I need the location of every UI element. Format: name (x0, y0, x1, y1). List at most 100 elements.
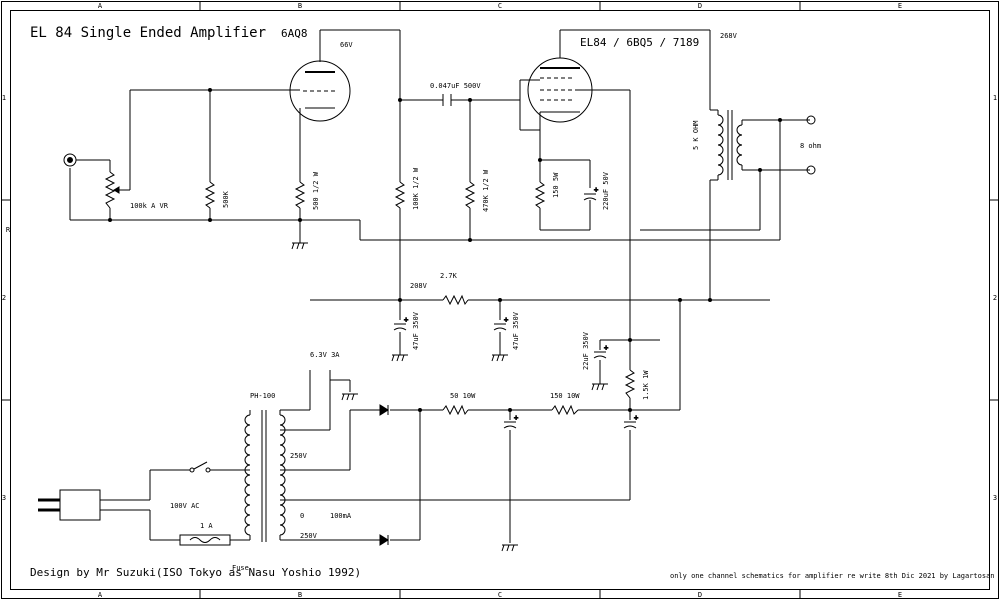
label-ph100: PH-100 (250, 392, 275, 400)
label-8ohm: 8 ohm (800, 142, 821, 150)
input-jack-icon (63, 153, 110, 167)
label-470k: 470K 1/2 W (482, 169, 490, 212)
ground-icon (591, 382, 608, 391)
design-credit: Design by Mr Suzuki(ISO Tokyo as Nasu Yo… (30, 566, 361, 579)
label-50r: 50 10W (450, 392, 476, 400)
driver-tube-label: 6AQ8 (281, 27, 308, 40)
output-tube-label: EL84 / 6BQ5 / 7189 (580, 36, 699, 49)
ac-plug-icon (38, 489, 101, 521)
revision-note: only one channel schematics for amplifie… (670, 572, 995, 580)
label-coupling-cap: 0.047uF 500V (430, 82, 481, 90)
resistor-500-icon (294, 181, 306, 209)
grid-col-e-top: E (898, 2, 902, 10)
resistor-150w-icon (551, 404, 579, 416)
grid-row-3-left: 3 (2, 494, 6, 502)
label-500r: 500 1/2 W (312, 171, 320, 210)
label-100ma: 100mA (330, 512, 352, 520)
label-268v: 268V (720, 32, 738, 40)
schematic-title: EL 84 Single Ended Amplifier (30, 25, 266, 41)
label-heater: 6.3V 3A (310, 351, 340, 359)
grid-col-c-top: C (498, 2, 502, 10)
svg-text:+: + (594, 186, 598, 194)
resistor-500k-icon (204, 181, 216, 209)
label-fuse-rating: 1 A (200, 522, 213, 530)
grid-col-a-top: A (98, 2, 103, 10)
label-150w: 150 10W (550, 392, 580, 400)
grid-row-2-left: 2 (2, 294, 6, 302)
resistor-100k-icon (394, 181, 406, 209)
label-22uf: 22uF 350V (582, 331, 590, 370)
label-47uf-b: 47uF 350V (512, 311, 520, 350)
rectifier-diode-1-icon (379, 404, 389, 416)
tube-6aq8-icon (289, 60, 351, 122)
resistor-470k-icon (464, 181, 476, 209)
speaker-terminal-icons (806, 115, 816, 175)
grid-col-d-bot: D (698, 591, 702, 599)
svg-text:+: + (404, 316, 408, 324)
ground-icon (341, 393, 358, 401)
label-208v: 208V (410, 282, 428, 290)
capacitor-47uf-b-icon: + (493, 316, 509, 331)
resistor-1k5-icon (624, 369, 636, 399)
label-500k: 500K (222, 190, 230, 208)
label-47uf-a: 47uF 350V (412, 311, 420, 350)
resistor-50-icon (442, 404, 469, 416)
tube-el84-icon (527, 57, 593, 123)
grid-col-b-bot: B (298, 591, 302, 599)
ground-icon (501, 544, 518, 552)
output-transformer-icon (717, 110, 743, 180)
junction-dots (108, 88, 782, 412)
grid-col-c-bot: C (498, 591, 502, 599)
svg-text:+: + (514, 414, 518, 422)
power-transformer-icon (244, 410, 286, 542)
resistor-2k7-icon (442, 294, 469, 306)
capacitor-220uf-icon: + (583, 186, 599, 201)
grid-col-e-bot: E (898, 591, 902, 599)
svg-text:+: + (604, 344, 608, 352)
grid-row-3-right: 3 (993, 494, 997, 502)
grid-col-a-bot: A (98, 591, 103, 599)
svg-text:+: + (504, 316, 508, 324)
ground-icons (291, 240, 608, 552)
label-5k-ohm: 5 K OHM (692, 120, 700, 150)
fuse-icon (179, 534, 231, 546)
rectifier-diode-2-icon (379, 534, 389, 546)
label-66v: 66V (340, 41, 353, 49)
resistor-150-icon (534, 181, 546, 209)
label-100k: 100K 1/2 W (412, 167, 420, 210)
grid-col-d-top: D (698, 2, 702, 10)
power-switch-icon (189, 461, 211, 473)
svg-text:+: + (634, 414, 638, 422)
grid-row-1-right: 1 (993, 94, 997, 102)
label-2k7: 2.7K (440, 272, 458, 280)
capacitor-22uf-icon: + (593, 344, 609, 359)
capacitor-47uf-a-icon: + (393, 316, 409, 331)
capacitor-filter2-icon: + (623, 414, 639, 429)
grid-row-2-right: 2 (993, 294, 997, 302)
volume-pot-icon (104, 171, 120, 209)
label-150r: 150 5W (552, 172, 560, 198)
component-labels: 66V 0.047uF 500V 268V 100k A VR 500K 500… (130, 32, 821, 572)
grid-row-r-left: R (6, 226, 11, 234)
grid-col-b-top: B (298, 2, 302, 10)
capacitor-filter1-icon: + (503, 414, 519, 429)
label-250v-a: 250V (290, 452, 308, 460)
ground-icon (291, 240, 308, 250)
ground-icon (391, 352, 408, 362)
coupling-capacitor-icon (442, 94, 452, 106)
label-250v-b: 250V (300, 532, 318, 540)
label-220uf: 220uF 50V (602, 171, 610, 210)
grid-row-1-left: 1 (2, 94, 6, 102)
label-fuse: Fuse (232, 564, 249, 572)
inner-frame (10, 10, 990, 590)
label-zero: 0 (300, 512, 304, 520)
ground-icon (491, 352, 508, 362)
label-1k5: 1.5K 1W (642, 370, 650, 400)
label-vr: 100k A VR (130, 202, 169, 210)
label-100v-ac: 100V AC (170, 502, 200, 510)
wiring (69, 29, 810, 543)
